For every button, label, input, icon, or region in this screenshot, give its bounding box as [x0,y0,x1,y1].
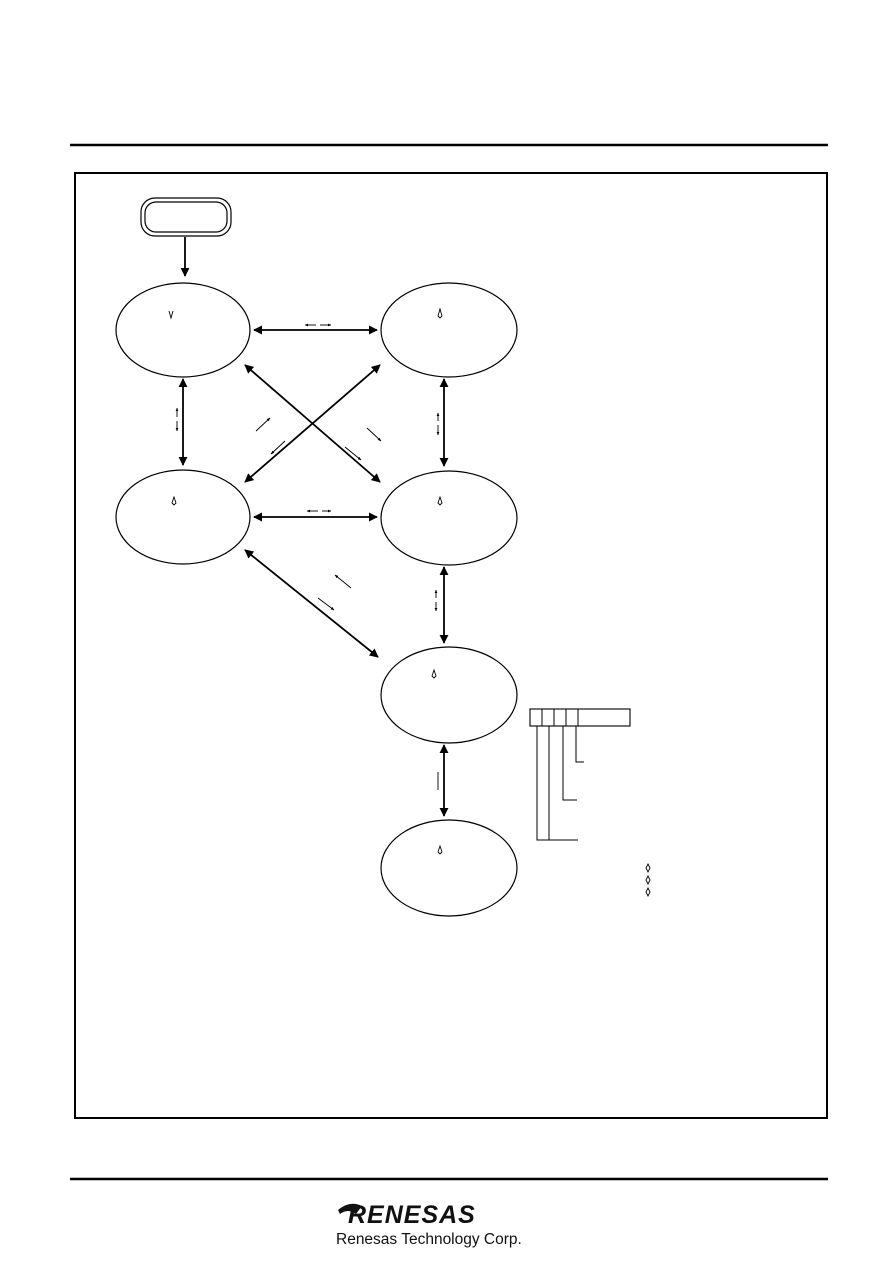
start-box [140,197,232,237]
register-bit-legend [529,708,631,841]
state-mid-right [380,470,518,566]
direction-marker [270,440,286,455]
direction-marker [334,574,352,589]
conn-ml-lower [244,549,379,658]
state-top-left [115,282,251,378]
logo-brand-text: RENESAS [348,1201,476,1229]
direction-marker [366,427,382,442]
state-glyph [171,495,177,506]
state-bottom [380,819,518,917]
conn-tr-ml [244,364,381,483]
direction-marker [255,417,271,432]
logo-swoosh-mark [338,1203,362,1214]
state-lower [380,646,518,744]
renesas-logo: RENESAS Renesas Technology Corp. [336,1201,522,1248]
state-glyph [431,668,437,679]
figure-frame [74,172,828,1119]
logo-company-text: Renesas Technology Corp. [336,1231,522,1248]
legend-symbols [645,862,651,898]
direction-marker [317,597,335,611]
state-glyph [168,310,174,320]
state-glyph [437,307,443,319]
direction-marker [344,446,362,461]
state-glyph [437,844,443,855]
state-top-right [380,282,518,378]
state-mid-left [115,469,251,565]
state-glyph [437,495,443,506]
